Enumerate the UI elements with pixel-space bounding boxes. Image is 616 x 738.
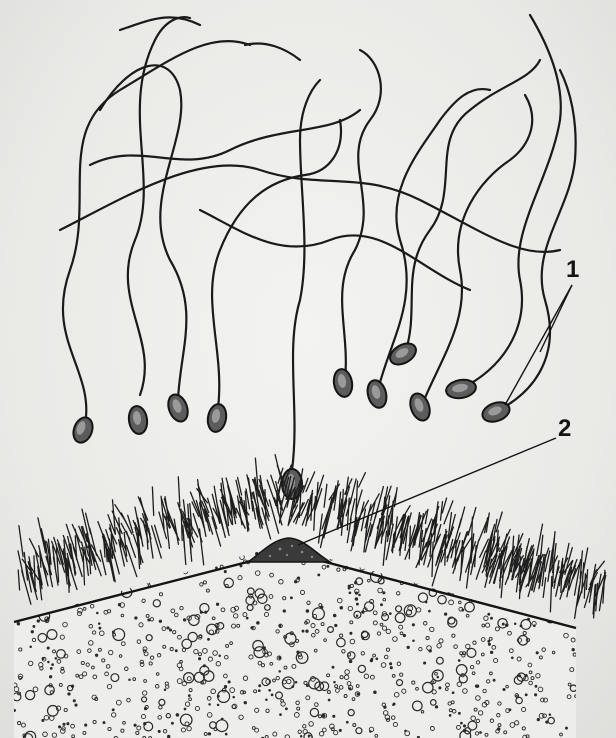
sperm-heads xyxy=(70,339,512,499)
sperm-tail xyxy=(63,41,250,425)
sperm-tail xyxy=(128,17,190,395)
sperm-head xyxy=(165,392,191,424)
sperm-tail xyxy=(212,120,341,408)
sperm-tail xyxy=(292,80,320,470)
sperm-head xyxy=(127,405,149,435)
sperm-tail xyxy=(495,70,576,412)
sperm-tail xyxy=(378,89,490,390)
sperm-head xyxy=(480,399,512,425)
sperm-head xyxy=(386,339,419,369)
pointer-label-1: 1 xyxy=(566,258,579,282)
sperm-head xyxy=(332,368,355,399)
sperm-head xyxy=(206,403,229,434)
sperm-tail-strand xyxy=(245,43,300,60)
pointer-label-2: 2 xyxy=(558,417,571,441)
sperm-head xyxy=(445,378,478,401)
sperm-head xyxy=(365,378,390,410)
pointer-line-1 xyxy=(505,285,572,405)
sperm-tail xyxy=(342,50,381,380)
sperm-head xyxy=(407,391,433,423)
sperm-tail-strand xyxy=(90,110,360,165)
sperm-tail xyxy=(422,95,532,405)
sperm-tail-strand xyxy=(200,210,470,290)
fertilization-cone xyxy=(248,538,330,562)
sperm-tail xyxy=(405,60,540,353)
sperm-tail-strand xyxy=(120,17,200,30)
sperm-head xyxy=(70,415,96,446)
